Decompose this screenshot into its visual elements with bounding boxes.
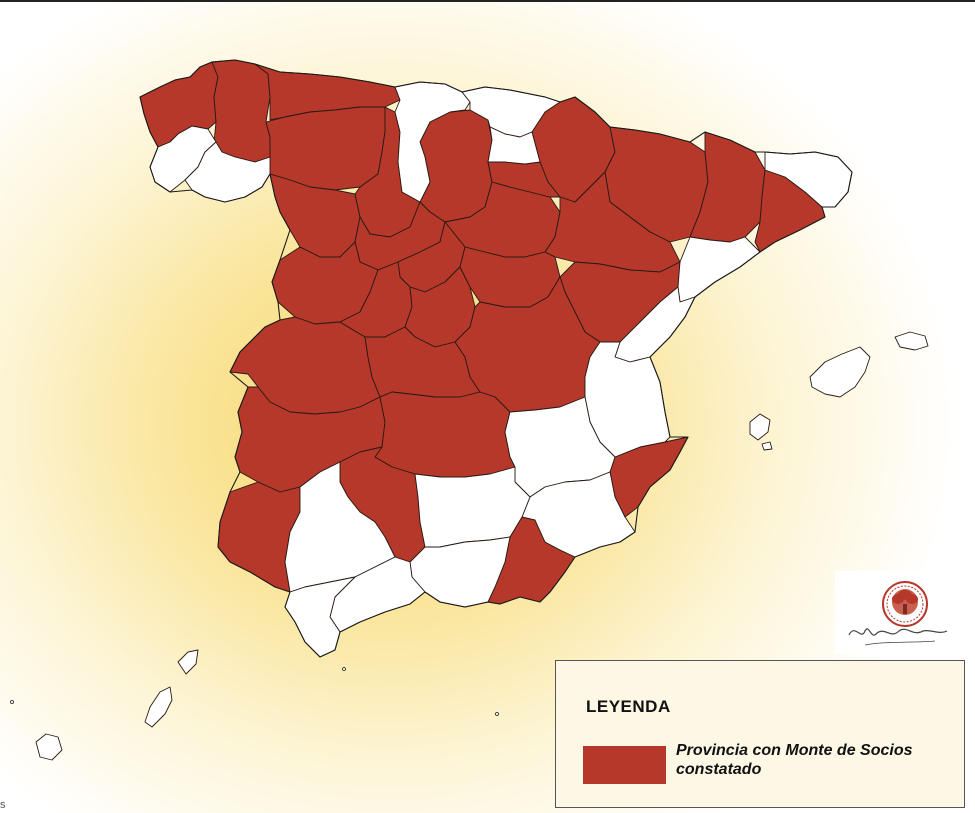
island-mallorca — [809, 346, 871, 398]
provinces-without-monte — [35, 81, 929, 761]
province-burgos — [419, 109, 493, 223]
province-jaen — [414, 466, 531, 548]
provinces-with-monte — [139, 59, 826, 605]
province-alava — [487, 126, 541, 165]
island-fuerteventura — [144, 686, 173, 728]
tree-seal-icon — [848, 581, 948, 646]
legend-label: Provincia con Monte de Socios constatado — [676, 742, 913, 778]
island-gran-canaria — [35, 733, 63, 761]
province-tarragona — [677, 236, 761, 303]
island-ibiza — [749, 413, 771, 441]
island-menorca — [894, 331, 929, 351]
islet — [10, 700, 14, 704]
province-leon — [265, 106, 386, 191]
legend-box: LEYENDA Provincia con Monte de Socios co… — [555, 660, 965, 808]
peninsula-outline — [139, 59, 853, 658]
province-lugo — [211, 59, 271, 163]
island-formentera — [761, 441, 773, 451]
corner-mark: s — [0, 799, 6, 811]
province-ciudad-real — [374, 391, 516, 478]
islet — [495, 712, 499, 716]
legend-title: LEYENDA — [586, 697, 671, 716]
islet — [342, 667, 346, 671]
monte-de-socios-logo — [835, 571, 965, 654]
legend-swatch — [583, 746, 666, 784]
island-lanzarote — [177, 649, 199, 675]
